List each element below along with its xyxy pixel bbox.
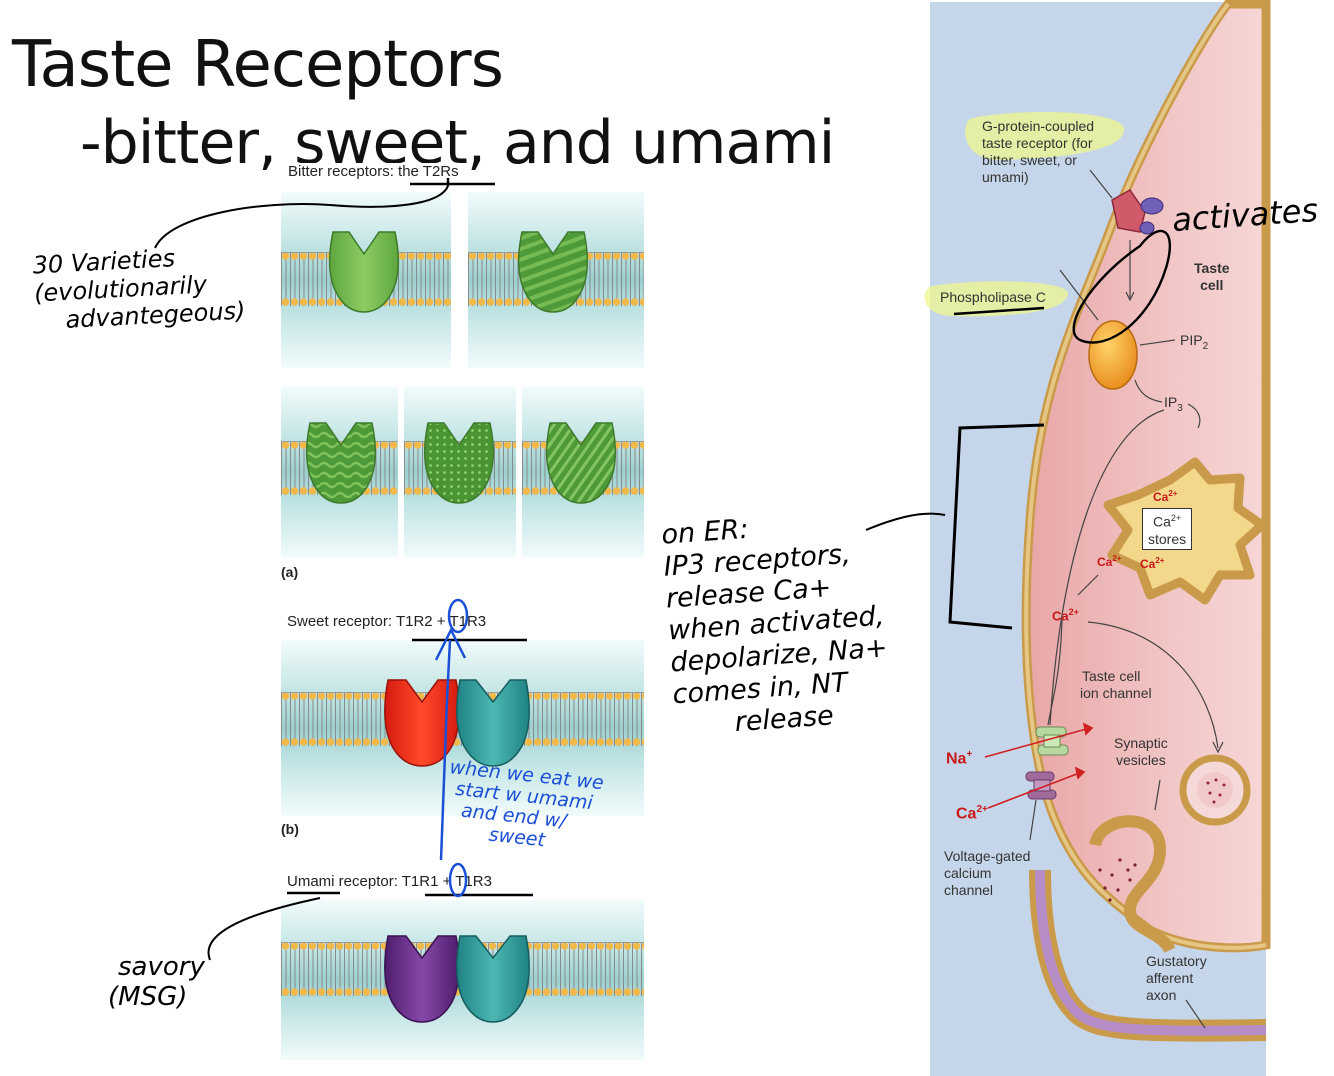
bitter-receptor-label: Bitter receptors: the T2Rs: [286, 163, 461, 180]
sweet-t1r3-receptor: [456, 679, 530, 767]
cytosolic-ca-label: Ca2+: [1052, 607, 1079, 624]
bitter-receptor-4: [423, 422, 495, 504]
ca-ion-entry-label: Ca2+: [956, 804, 988, 823]
panel-letter-a: (a): [281, 564, 299, 580]
bitter-receptor-2: [517, 231, 589, 313]
page-title: Taste Receptors: [12, 28, 504, 102]
g-protein-icon: [1140, 197, 1164, 215]
panel-letter-b: (b): [281, 821, 299, 837]
bitter-receptor-1: [328, 231, 400, 313]
t1r2-circle: [447, 598, 469, 634]
ca-ion-label: Ca2+: [1153, 489, 1178, 504]
gustatory-axon-label: Gustatory afferent axon: [1146, 953, 1207, 1003]
umami-receptor-label: Umami receptor: T1R1 + T1R3: [287, 873, 492, 890]
er-bracket: [948, 423, 1045, 630]
sweet-receptor-label: Sweet receptor: T1R2 + T1R3: [287, 613, 487, 630]
gpcr-label: G-protein-coupled taste receptor (for bi…: [982, 118, 1095, 185]
phospholipase-c-icon: [1088, 320, 1138, 390]
umami-panel: [281, 900, 644, 1060]
synaptic-terminal: [1089, 815, 1176, 954]
bitter-underline: [410, 178, 495, 186]
synaptic-vesicles-label: Synaptic vesicles: [1114, 735, 1168, 768]
bitter-pointer-line: [154, 185, 449, 249]
ion-channel-label: Taste cell ion channel: [1080, 668, 1152, 701]
t1r1-circle: [448, 862, 468, 898]
pip2-label: PIP2: [1180, 332, 1209, 352]
voltage-gated-channel-icon: [1025, 771, 1057, 800]
blue-arrow-head: [434, 627, 467, 661]
ca-stores-label: Ca2+ stores: [1142, 508, 1193, 550]
umami-handwritten-note: savory (MSG): [108, 952, 205, 1012]
gpcr-receptor: [1111, 189, 1146, 233]
bitter-receptor-3: [305, 422, 377, 504]
phospholipase-c-label: Phospholipase C: [940, 289, 1046, 305]
umami-underline: [287, 891, 533, 897]
receptor-shapes: [305, 231, 617, 504]
ca-ion-label: Ca2+: [1140, 556, 1165, 571]
ion-channel-icon: [1035, 726, 1069, 756]
ca-ion-label: Ca2+: [1097, 554, 1122, 569]
blue-arrow-line: [439, 639, 452, 861]
released-neurotransmitter: [1098, 858, 1137, 902]
receptor-overlay: [154, 178, 533, 1023]
umami-pointer-line: [207, 897, 321, 961]
bitter-receptor-5: [545, 422, 617, 504]
ip3-label: IP3: [1164, 394, 1183, 414]
umami-t1r3-receptor: [456, 935, 530, 1023]
vgcc-label: Voltage-gated calcium channel: [944, 848, 1031, 898]
taste-cell-label: Taste cell: [1194, 260, 1230, 293]
na-ion-label: Na+: [946, 749, 973, 768]
activation-circle: [1072, 229, 1172, 344]
